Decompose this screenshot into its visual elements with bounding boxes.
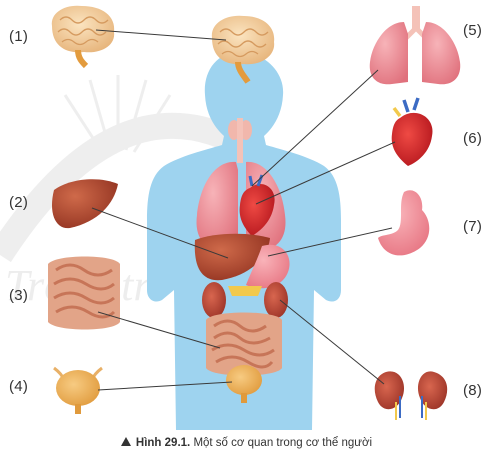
label-5: (5)	[463, 22, 483, 39]
body-stomach	[246, 244, 290, 289]
leader-line-4	[97, 381, 233, 391]
leader-line-6	[255, 141, 396, 205]
label-2: (2)	[9, 194, 29, 211]
lungs-illustration	[369, 6, 461, 85]
leader-line-2	[91, 207, 229, 259]
liver-illustration	[51, 179, 118, 229]
label-3: (3)	[9, 287, 29, 304]
label-7: (7)	[463, 218, 483, 235]
heart-illustration	[391, 97, 433, 166]
body-bladder	[226, 365, 262, 403]
brain-illustration	[51, 5, 115, 69]
label-6: (6)	[463, 130, 483, 147]
label-8: (8)	[463, 382, 483, 399]
body-liver	[194, 233, 270, 281]
leader-line-7	[267, 227, 393, 257]
label-1: (1)	[9, 28, 29, 45]
bladder-illustration	[53, 366, 103, 414]
leader-line-8	[279, 299, 385, 385]
figure-number: Hình 29.1.	[135, 437, 191, 449]
thyroid	[228, 118, 252, 163]
leader-line-1	[95, 29, 227, 41]
body-brain	[211, 15, 275, 84]
leader-line-3	[97, 311, 221, 349]
body-kidneys	[202, 282, 288, 318]
kidneys-illustration	[374, 371, 448, 420]
leader-line-5	[251, 69, 379, 187]
intestines-illustration	[48, 256, 120, 330]
body-intestines	[206, 312, 282, 376]
leader-lines	[91, 29, 396, 391]
triangle-icon	[120, 437, 131, 446]
caption-text: Một số cơ quan trong cơ thể người	[193, 437, 373, 449]
stomach-illustration	[378, 190, 430, 256]
label-4: (4)	[9, 378, 29, 395]
figure-caption: Hình 29.1. Một số cơ quan trong cơ thể n…	[0, 437, 493, 449]
